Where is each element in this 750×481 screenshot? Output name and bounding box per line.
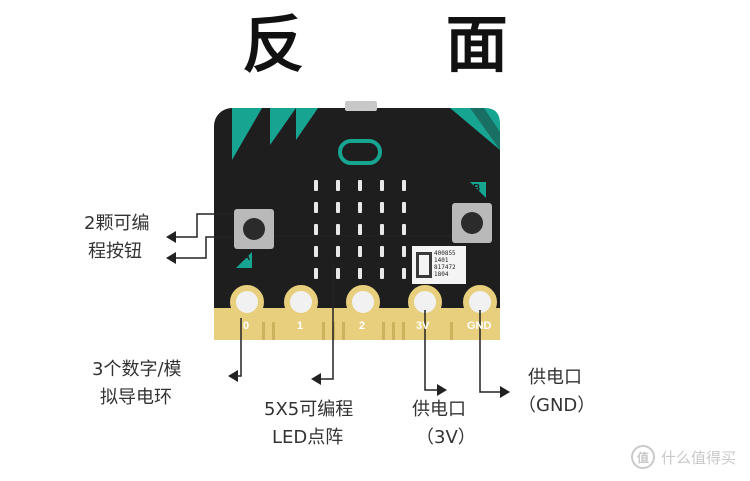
- teal-stripe-2: [296, 108, 318, 140]
- teal-stripe-1: [270, 108, 296, 145]
- buttons-bracket-line: [168, 213, 234, 238]
- callout-led-matrix: 5X5可编程 LED点阵: [264, 399, 354, 448]
- pin-1-label: 1: [297, 320, 304, 332]
- arrow-heads: [166, 231, 510, 398]
- led: [358, 246, 362, 257]
- arrow-led: [311, 373, 321, 385]
- watermark-logo-icon: 值: [630, 445, 655, 469]
- led: [358, 268, 362, 279]
- microbit-logo: [338, 139, 382, 165]
- led: [314, 202, 318, 213]
- led: [380, 180, 384, 191]
- arrow-pin0: [228, 370, 238, 382]
- led: [402, 202, 406, 213]
- led: [402, 268, 406, 279]
- led: [380, 246, 384, 257]
- button-b: [452, 182, 492, 243]
- callout-power-gnd: 供电口 （GND）: [518, 367, 596, 416]
- led: [402, 224, 406, 235]
- led: [314, 268, 318, 279]
- pin-0-label: 0: [243, 320, 250, 332]
- pin-2-label: 2: [359, 320, 366, 332]
- button-a-label: A: [243, 252, 251, 263]
- led-matrix: [314, 180, 406, 279]
- led: [380, 224, 384, 235]
- led: [336, 268, 340, 279]
- pin-3v-label: 3V: [416, 320, 430, 332]
- pin-2-ring: [346, 285, 380, 319]
- button-a: [234, 209, 274, 268]
- arrow-buttons-2: [166, 252, 176, 264]
- teal-corner-left: [232, 108, 262, 160]
- led: [336, 202, 340, 213]
- sticker-text: 400855 1401 817472 1804: [434, 250, 456, 278]
- pin-0-ring: [230, 285, 264, 319]
- led: [314, 224, 318, 235]
- arrow-buttons-1: [166, 231, 176, 243]
- led: [402, 246, 406, 257]
- led: [380, 268, 384, 279]
- teal-corner-right: [450, 108, 500, 150]
- arrow-3v: [437, 384, 447, 396]
- led: [358, 224, 362, 235]
- led: [358, 180, 362, 191]
- led: [314, 180, 318, 191]
- gnd-callout-line: [479, 310, 508, 393]
- callout-power-3v: 供电口 （3V）: [412, 399, 476, 448]
- led: [358, 202, 362, 213]
- led: [314, 246, 318, 257]
- led: [402, 180, 406, 191]
- callout-io-pins: 3个数字/模 拟导电环: [92, 359, 182, 408]
- page-title: 反 面: [242, 8, 568, 81]
- watermark-text: 什么值得买: [660, 448, 736, 467]
- callout-buttons: 2颗可编 程按钮: [84, 213, 150, 262]
- led: [336, 180, 340, 191]
- led: [380, 202, 384, 213]
- pin-gnd-label: GND: [467, 320, 492, 332]
- usb-connector: [345, 101, 377, 111]
- arrow-gnd: [500, 386, 510, 398]
- pin-rings: [230, 285, 497, 319]
- button-b-label: B: [473, 183, 481, 194]
- led: [336, 246, 340, 257]
- pin-1-ring: [284, 285, 318, 319]
- led: [336, 224, 340, 235]
- watermark: 值 什么值得买: [630, 445, 736, 469]
